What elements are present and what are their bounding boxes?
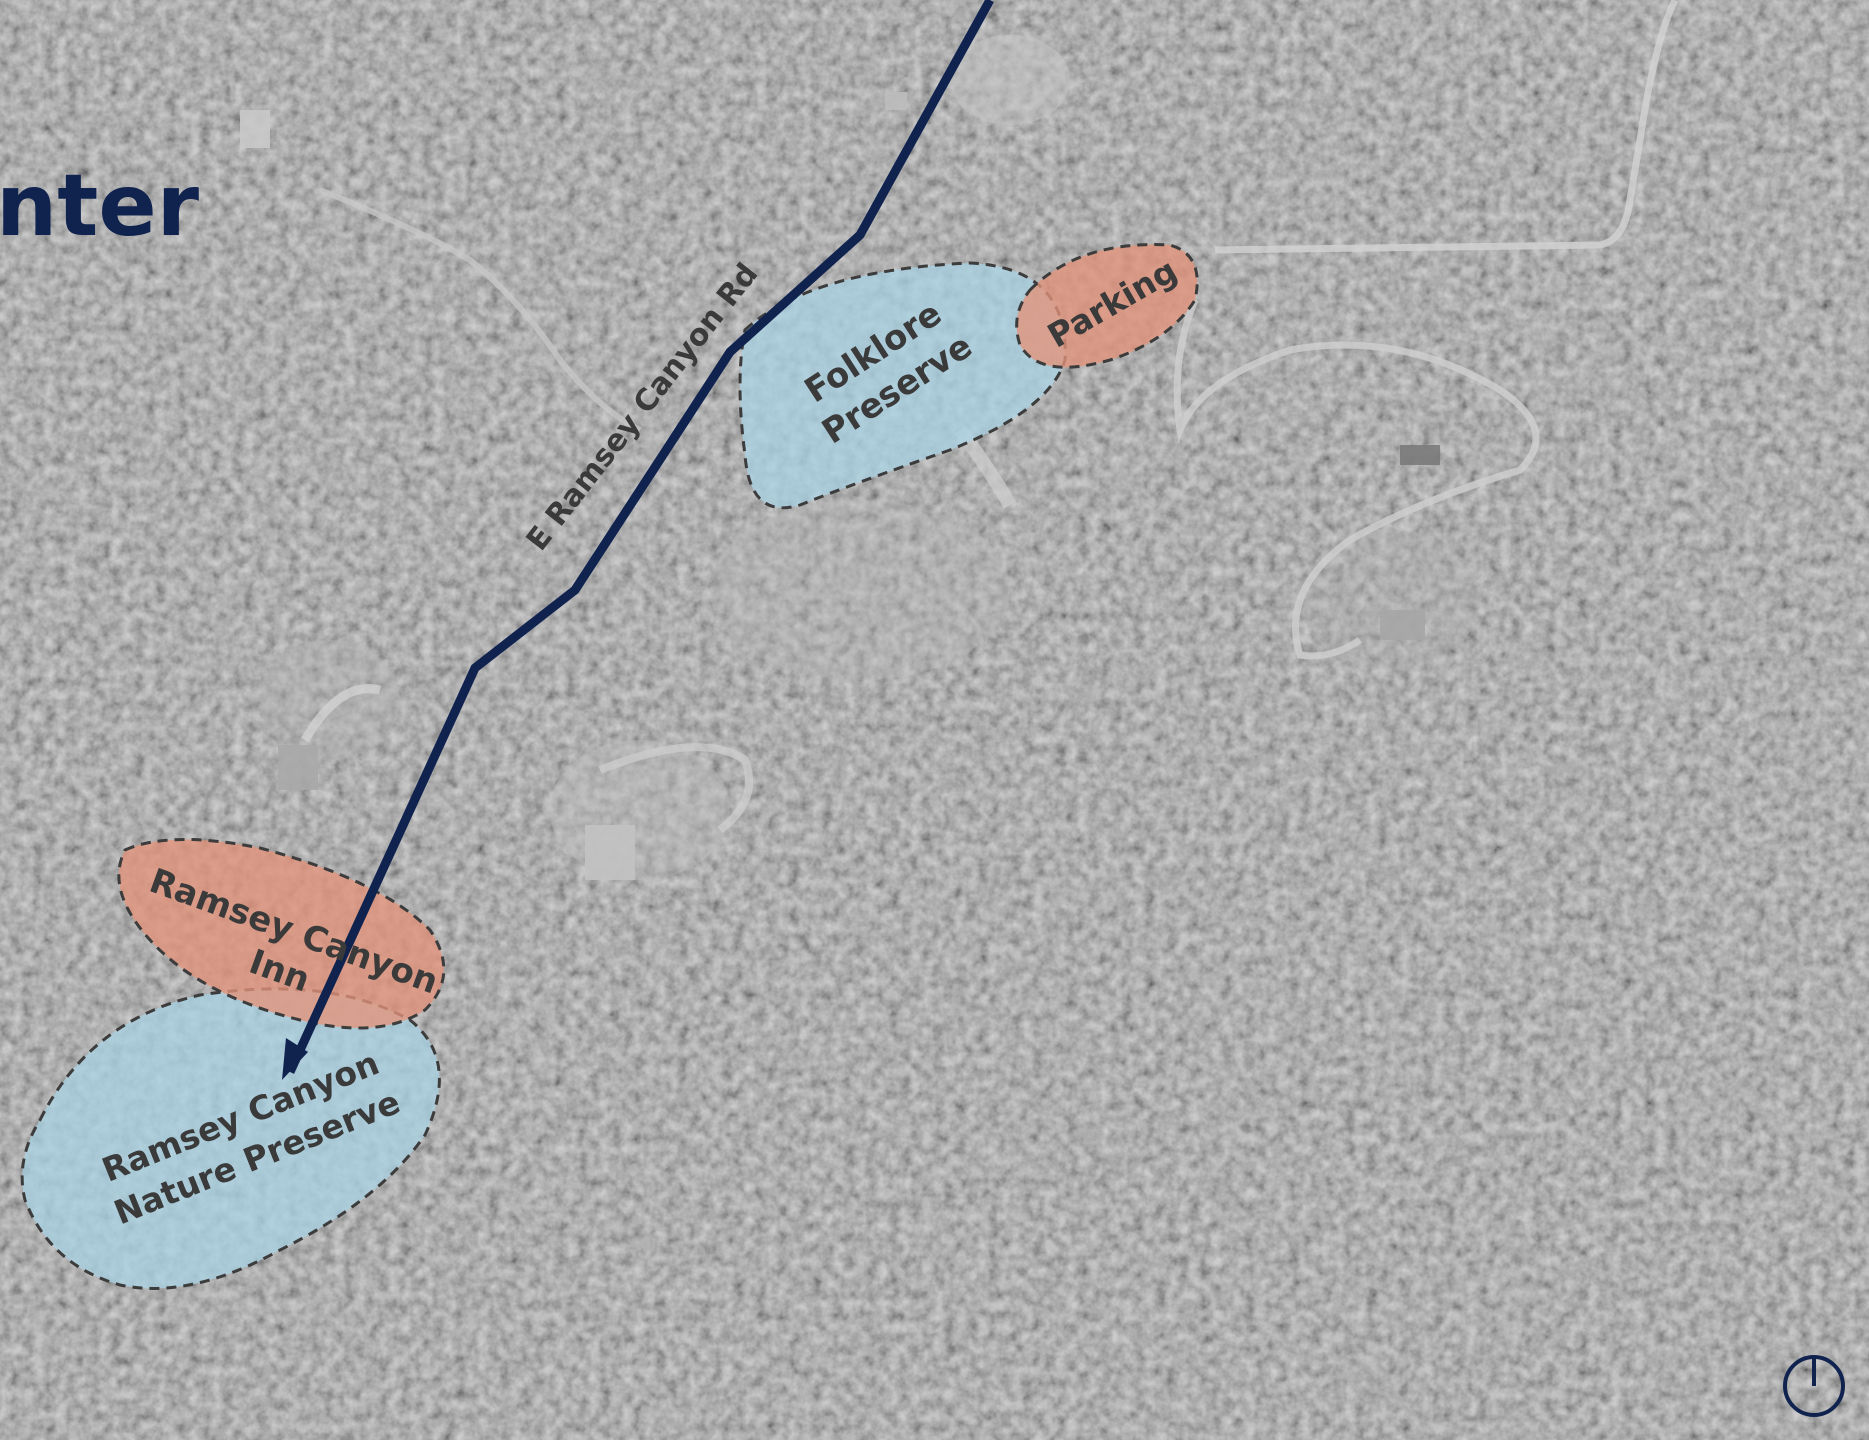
parking-area[interactable] [1015,243,1199,369]
folklore-preserve-area[interactable] [738,261,1067,510]
route-line [285,0,994,1074]
area-shapes [20,243,1199,1290]
ramsey-canyon-inn-area[interactable] [117,838,446,1030]
route-arrowhead-icon [282,1038,308,1080]
ramsey-canyon-nature-preserve-area[interactable] [20,987,441,1290]
north-arrow-icon [1783,1355,1845,1417]
map-title: nter [0,156,200,256]
